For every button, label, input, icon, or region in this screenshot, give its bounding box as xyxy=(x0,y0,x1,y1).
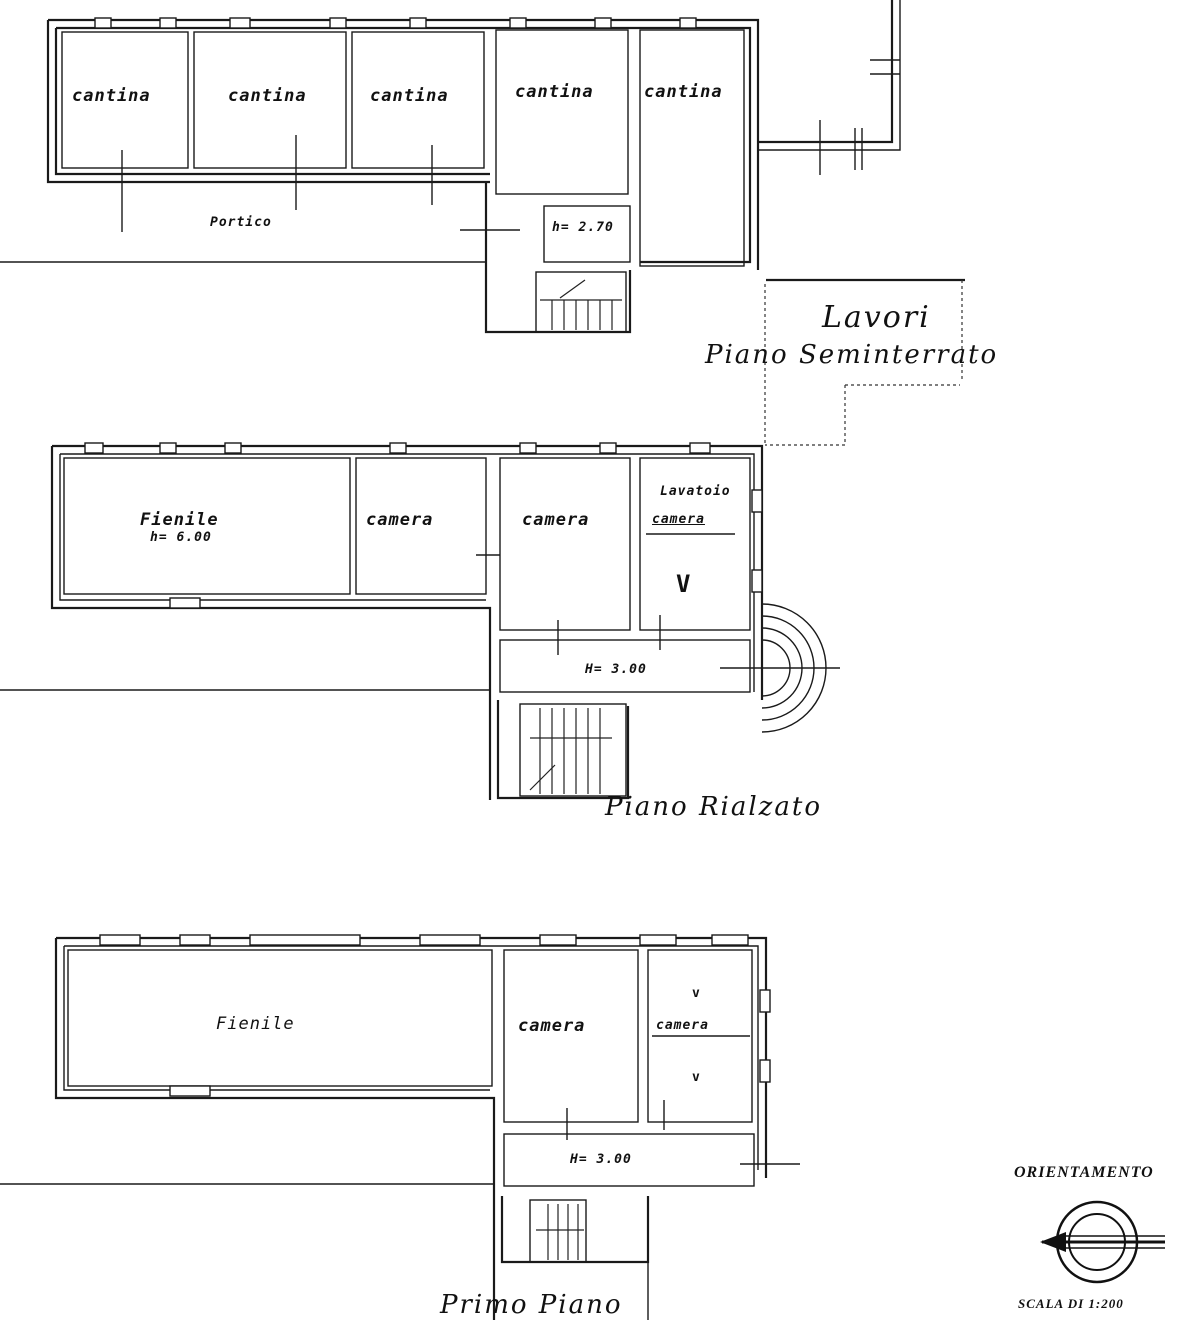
room-label-camera-3: camera xyxy=(652,512,705,527)
room-label-portico: Portico xyxy=(210,215,272,230)
room-label-camera-2: camera xyxy=(522,510,590,530)
room-label-camera-1: camera xyxy=(518,1016,586,1036)
corridor-height-label: H= 3.00 xyxy=(585,662,647,677)
room-label-cantina-3: cantina xyxy=(370,86,449,106)
orientation-title: ORIENTAMENTO xyxy=(1014,1164,1154,1181)
room-label-cantina-5: cantina xyxy=(644,82,723,102)
ground-floor-walls xyxy=(0,442,840,800)
orientation-compass-icon xyxy=(1040,1200,1165,1284)
scribble-annotation: Lavori xyxy=(822,300,931,335)
room-label-cantina-1: cantina xyxy=(72,86,151,106)
room-label-camera-2: camera xyxy=(656,1018,709,1033)
basement-floor-walls xyxy=(0,0,965,446)
room-label-camera-1: camera xyxy=(366,510,434,530)
room-label-fienile: Fienile xyxy=(216,1014,295,1034)
room-note-lavatoio: Lavatoio xyxy=(660,484,731,499)
first-floor-walls xyxy=(0,934,800,1320)
height-label: h= 2.70 xyxy=(552,220,614,235)
floor-title-seminterrato: Piano Seminterrato xyxy=(705,340,999,370)
scale-label: SCALA DI 1:200 xyxy=(1018,1296,1124,1311)
room-mark-v: V xyxy=(676,570,692,598)
room-label-cantina-2: cantina xyxy=(228,86,307,106)
room-height-fienile: h= 6.00 xyxy=(150,530,212,545)
room-mark-v-bottom: v xyxy=(692,1070,701,1085)
room-mark-v-top: v xyxy=(692,986,701,1001)
floor-title-rialzato: Piano Rialzato xyxy=(605,792,822,822)
floor-title-primo-piano: Primo Piano xyxy=(440,1290,623,1320)
room-label-fienile: Fienile xyxy=(140,510,219,530)
room-label-cantina-4: cantina xyxy=(515,82,594,102)
corridor-height-label: H= 3.00 xyxy=(570,1152,632,1167)
